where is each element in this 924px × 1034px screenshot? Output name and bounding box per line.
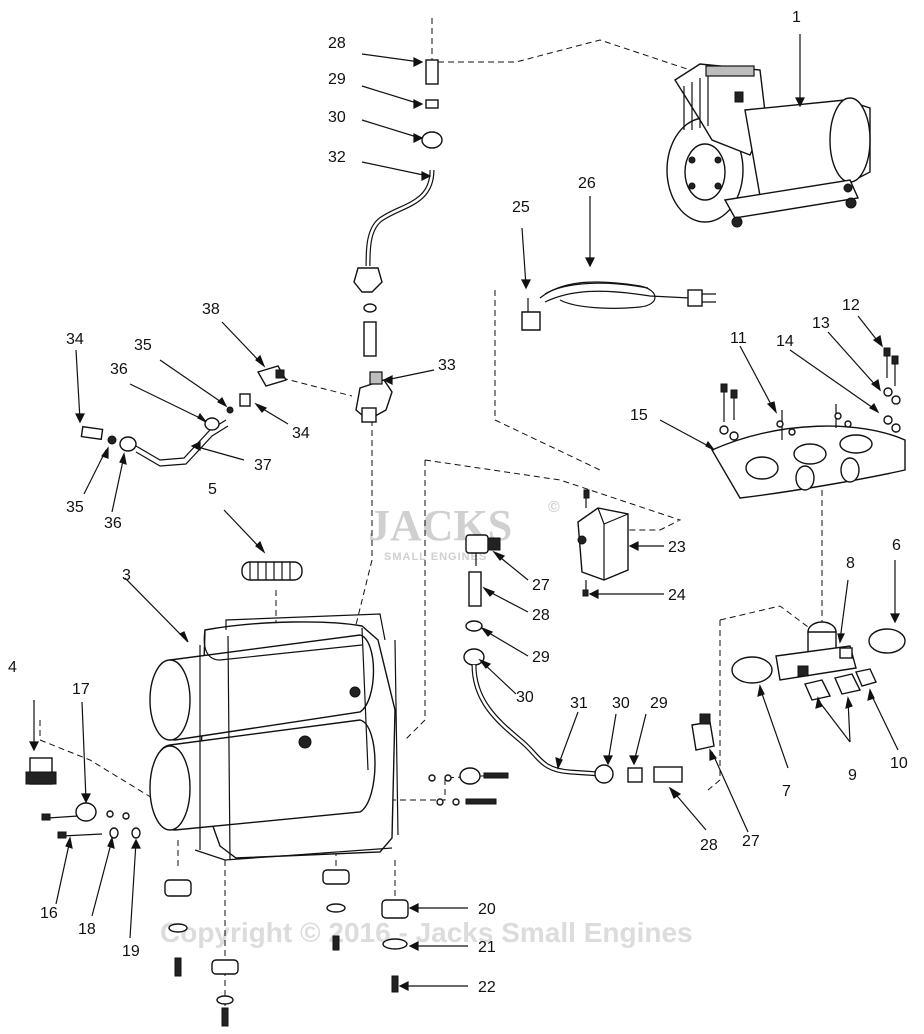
pump-motor-assembly [666, 63, 871, 228]
callout-23: 23 [668, 539, 686, 556]
callout-30-middle: 30 [516, 689, 534, 706]
callout-28-middle: 28 [532, 607, 550, 624]
left-fittings [25, 757, 141, 839]
shroud [711, 347, 906, 499]
callout-26: 26 [578, 175, 596, 192]
nipple [241, 561, 303, 581]
callout-38: 38 [202, 301, 220, 318]
callout-6: 6 [892, 537, 901, 554]
callout-4: 4 [8, 659, 17, 676]
callout-17: 17 [72, 681, 90, 698]
callout-11: 11 [730, 330, 747, 347]
watermark-copyright: Copyright © 2016 - Jacks Small Engines [160, 917, 693, 948]
callout-25: 25 [512, 199, 530, 216]
callout-24: 24 [668, 587, 686, 604]
feet [164, 869, 409, 1027]
callout-30-right: 30 [612, 695, 630, 712]
tube-assembly-left [80, 365, 288, 467]
callout-21: 21 [478, 939, 496, 956]
callout-34-left: 34 [66, 331, 84, 348]
callout-8: 8 [846, 555, 855, 572]
callout-36-top: 36 [110, 361, 128, 378]
assembly-lines [39, 18, 823, 1010]
callout-15: 15 [630, 407, 648, 424]
callout-33: 33 [438, 357, 456, 374]
callout-27-bottom: 27 [742, 833, 760, 850]
callout-labels: 1 3 4 5 6 7 8 9 10 11 12 13 14 15 16 17 … [8, 9, 908, 996]
tube-assembly-top [353, 59, 443, 423]
callout-35-bottom: 35 [66, 499, 84, 516]
callout-12: 12 [842, 297, 860, 314]
callout-13: 13 [812, 315, 830, 332]
callout-37: 37 [254, 457, 272, 474]
callout-5: 5 [208, 481, 217, 498]
watermark: JACKS SMALL ENGINES © Copyright © 2016 -… [160, 499, 693, 948]
tube-assembly-middle [463, 534, 715, 784]
power-cord [521, 281, 716, 331]
callout-19: 19 [122, 943, 140, 960]
callout-3: 3 [122, 567, 131, 584]
callout-7: 7 [782, 783, 791, 800]
callout-34-right: 34 [292, 425, 310, 442]
right-fittings [428, 767, 509, 806]
watermark-logo-sub: SMALL ENGINES [384, 551, 487, 563]
callout-1: 1 [792, 9, 801, 26]
callout-30-top: 30 [328, 109, 346, 126]
callout-28-bottom: 28 [700, 837, 718, 854]
callout-36-bottom: 36 [104, 515, 122, 532]
tank-and-frame [149, 613, 399, 861]
manifold [731, 621, 906, 701]
callout-14: 14 [776, 333, 794, 350]
callout-28-top: 28 [328, 35, 346, 52]
callout-18: 18 [78, 921, 96, 938]
leader-arrows [29, 34, 900, 991]
pressure-switch [577, 489, 629, 597]
callout-31: 31 [570, 695, 588, 712]
callout-16: 16 [40, 905, 58, 922]
callout-35-top: 35 [134, 337, 152, 354]
callout-29-middle: 29 [532, 649, 550, 666]
callout-32: 32 [328, 149, 346, 166]
callout-29-right: 29 [650, 695, 668, 712]
callout-22: 22 [478, 979, 496, 996]
callout-20: 20 [478, 901, 496, 918]
callout-29-top: 29 [328, 71, 346, 88]
callout-9: 9 [848, 767, 857, 784]
watermark-logo-mark: © [548, 499, 561, 516]
callout-10: 10 [890, 755, 908, 772]
callout-27-middle: 27 [532, 577, 550, 594]
